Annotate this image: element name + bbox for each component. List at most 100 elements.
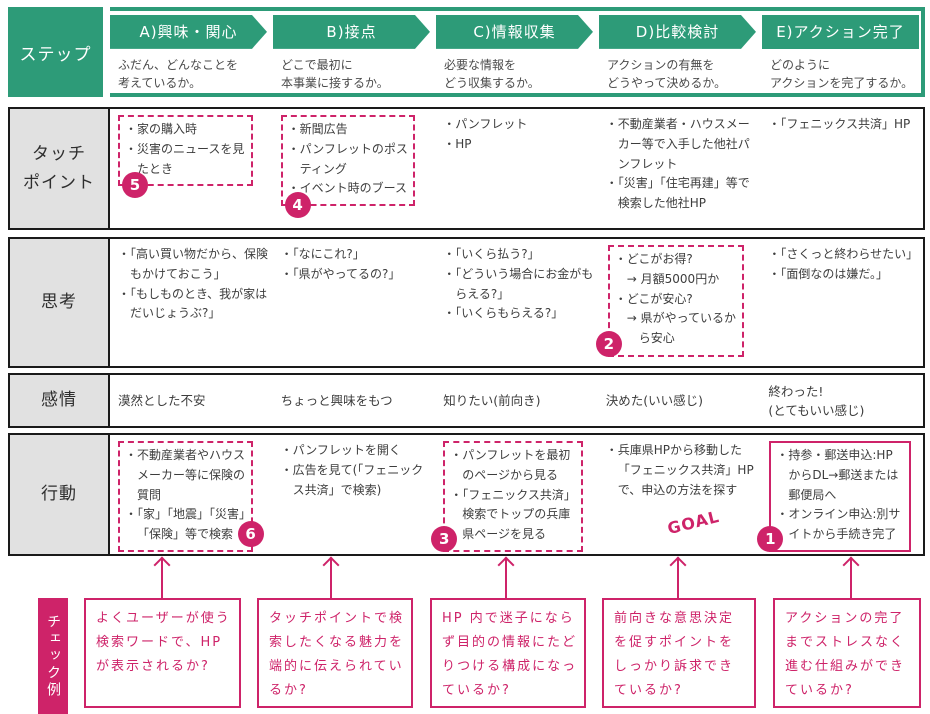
badge-4: 4 [284,192,311,219]
step-desc-b: どこで最初に 本事業に接するか。 [281,57,389,91]
cell-actions-b: ・パンフレットを開く ・広告を見て(「フェニックス共済」で検索) [273,435,436,554]
step-arrow-d: D)比較検討 [599,15,756,49]
bullet-item: ・オンライン申込:別サイトから手続き完了 [776,507,901,542]
check-box-1: よくユーザーが使う検索ワードで、HP が表示されるか? [84,598,241,708]
cell-touchpoints-e: ・「フェニックス共済」HP [760,109,923,228]
row-touchpoints: タッチ ポイント ・家の購入時 ・災害のニュースを見たとき 5 ・新聞広告 ・パ… [8,107,925,230]
bullet-item: ・家の購入時 [125,122,198,136]
cell-thoughts-c: ・「いくら払う?」 ・「どういう場合にお金がもらえる?」 ・「いくらもらえる?」 [435,239,598,366]
cell-thoughts-e: ・「さくっと終わらせたい」 ・「面倒なのは嫌だ。」 [760,239,923,366]
highlight-box-3: ・パンフレットを最初のページから見る ・「フェニックス共済」検索でトップの兵庫県… [431,441,583,552]
emotion-text: 終わった! (とてもいい感じ) [768,383,865,418]
cell-thoughts-d: ・どこがお得? → 月額5000円か ・どこが安心? → 県がやっているから安心… [595,239,761,366]
check-box-3: HP 内で迷子にならず目的の情報にたどりつける構成になっているか? [430,598,586,708]
bullet-item: ・新聞広告 [287,122,348,136]
bullet-item: ・イベント時のブース [287,181,407,196]
cell-touchpoints-b: ・新聞広告 ・パンフレットのポスティング ・イベント時のブース 4 [273,109,436,228]
cell-emotions-a: 漠然とした不安 [110,375,273,426]
row-thoughts: 思考 ・「高い買い物だから、保険もかけておこう」 ・「もしものとき、我が家はだい… [8,237,925,368]
cell-touchpoints-a: ・家の購入時 ・災害のニュースを見たとき 5 [110,109,273,228]
highlight-box-2: ・どこがお得? → 月額5000円か ・どこが安心? → 県がやっているから安心… [595,245,745,357]
step-desc-c: 必要な情報を どう収集するか。 [444,57,540,91]
step-arrow-a: A)興味・関心 [110,15,267,49]
bullet-item: ・持参・郵送申込:HPからDL→郵送または郵便局へ [776,448,899,502]
highlight-box-4: ・新聞広告 ・パンフレットのポスティング ・イベント時のブース 4 [280,115,416,219]
check-text: アクションの完了までストレスなく進む仕組みができているか? [785,611,906,699]
badge-3: 3 [431,525,458,552]
cell-emotions-c: 知りたい(前向き) [435,375,598,426]
header-steps: ステップ A)興味・関心 B)接点 C)情報収集 D)比較検討 E)アクション完… [8,7,925,97]
cell-emotions-d: 決めた(いい感じ) [598,375,761,426]
check-text: 前向きな意思決定を促すポイントをしっかり訴求できているか? [614,611,735,699]
bullet-item: ・パンフレットのポスティング [287,141,408,176]
bullet-item: → 県がやっているから安心 [626,311,737,346]
up-arrow [330,559,332,598]
bullet-item: ・「フェニックス共済」HP [768,117,911,131]
check-text: HP 内で迷子にならず目的の情報にたどりつける構成になっているか? [442,611,578,699]
bullet-item: ・「なにこれ?」 [280,247,365,261]
highlight-box-5: ・家の購入時 ・災害のニュースを見たとき 5 [118,115,253,199]
row-actions: 行動 ・不動産業者やハウスメーカー等に保険の質問 ・「家」「地震」「災害」「保険… [8,433,925,556]
check-box-2: タッチポイントで検索したくなる魅力を端的に伝えられているか? [257,598,413,708]
step-desc-d: アクションの有無を どうやって決めるか。 [607,57,727,91]
up-arrow [677,559,679,598]
bullet-item: ・パンフレットを開く [280,443,401,457]
emotion-text: 知りたい(前向き) [443,393,541,409]
bullet-item: ・「災害」「住宅再建」等で検索した他社HP [605,176,750,211]
cell-thoughts-a: ・「高い買い物だから、保険もかけておこう」 ・「もしものとき、我が家はだいじょう… [110,239,273,366]
emotion-text: ちょっと興味をもつ [280,393,393,409]
badge-2: 2 [595,331,622,357]
bullet-item: ・どこがお得? [614,252,693,266]
step-arrow-c: C)情報収集 [436,15,593,49]
cell-emotions-e: 終わった! (とてもいい感じ) [760,375,923,426]
bullet-item: ・「県がやってるの?」 [280,266,401,281]
bullet-item: ・「いくら払う?」 [443,247,540,261]
cell-thoughts-b: ・「なにこれ?」 ・「県がやってるの?」 [273,239,436,366]
bullet-item: ・「面倒なのは嫌だ。」 [768,266,889,281]
bullet-item: ・不動産業者やハウスメーカー等に保険の質問 [125,448,246,502]
step-arrow-b: B)接点 [273,15,430,49]
bullet-item: ・広告を見て(「フェニックス共済」で検索) [280,462,424,497]
cell-actions-a: ・不動産業者やハウスメーカー等に保険の質問 ・「家」「地震」「災害」「保険」等で… [110,435,273,554]
check-box-5: アクションの完了までストレスなく進む仕組みができているか? [773,598,921,708]
bullet-item: ・「高い買い物だから、保険もかけておこう」 [118,247,269,281]
row-label-touchpoints: タッチ ポイント [10,109,110,228]
up-arrow [850,559,852,598]
bullet-item: ・不動産業者・ハウスメーカー等で入手した他社パンフレット [605,117,750,171]
step-desc-a: ふだん、どんなことを 考えているか。 [118,57,239,91]
bullet-item: ・「いくらもらえる?」 [443,306,564,321]
row-emotions: 感情 漠然とした不安 ちょっと興味をもつ 知りたい(前向き) 決めた(いい感じ)… [8,373,925,428]
badge-1: 1 [757,525,784,552]
row-label-emotions: 感情 [10,375,110,426]
step-descriptions: ふだん、どんなことを 考えているか。 どこで最初に 本事業に接するか。 必要な情… [110,56,919,93]
bullet-item: ・「どういう場合にお金がもらえる?」 [443,266,594,301]
badge-6: 6 [237,520,264,547]
row-label-check-examples: チェック例 [38,598,68,714]
bullet-item: ・パンフレット [443,117,528,131]
row-label-thoughts: 思考 [10,239,110,366]
cell-touchpoints-c: ・パンフレット ・HP [435,109,598,228]
bullet-item: ・災害のニュースを見たとき [125,141,245,176]
highlight-box-6: ・不動産業者やハウスメーカー等に保険の質問 ・「家」「地震」「災害」「保険」等で… [118,441,264,552]
row-label-actions: 行動 [10,435,110,554]
bullet-item: ・「もしものとき、我が家はだいじょうぶ?」 [118,286,268,321]
steps-band: A)興味・関心 B)接点 C)情報収集 D)比較検討 E)アクション完了 ふだん… [110,7,925,97]
cell-actions-e: ・持参・郵送申込:HPからDL→郵送または郵便局へ ・オンライン申込:別サイトか… [757,435,923,554]
check-text: よくユーザーが使う検索ワードで、HP が表示されるか? [96,611,231,675]
cell-actions-d: ・兵庫県HPから移動した「フェニックス共済」HPで、申込の方法を探す [598,435,761,554]
step-arrow-e: E)アクション完了 [762,15,919,49]
up-arrow [161,559,163,598]
bullet-item: ・兵庫県HPから移動した「フェニックス共済」HPで、申込の方法を探す [605,443,754,497]
cell-actions-c: ・パンフレットを最初のページから見る ・「フェニックス共済」検索でトップの兵庫県… [431,435,598,554]
step-arrows: A)興味・関心 B)接点 C)情報収集 D)比較検討 E)アクション完了 [110,15,919,49]
step-desc-e: どのように アクションを完了するか。 [770,57,914,91]
bullet-item: ・「フェニックス共済」検索でトップの兵庫県ページを見る [450,487,571,542]
up-arrow [505,559,507,598]
bullet-item: ・「家」「地震」「災害」「保険」等で検索 [125,507,246,542]
bullet-item: ・パンフレットを最初のページから見る [450,448,571,482]
emotion-text: 漠然とした不安 [118,393,206,409]
check-box-4: 前向きな意思決定を促すポイントをしっかり訴求できているか? [602,598,756,708]
goal-box: ・持参・郵送申込:HPからDL→郵送または郵便局へ ・オンライン申込:別サイトか… [757,441,911,552]
bullet-item: ・どこが安心? [614,291,693,306]
